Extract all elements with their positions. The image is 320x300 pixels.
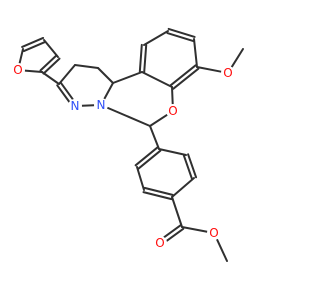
single-bond [112,71,143,84]
methoxy-oxygen-label: O [223,66,232,80]
double-bond-line [42,57,61,75]
single-bond [141,71,173,88]
single-bond [215,238,228,262]
single-bond [230,48,244,69]
double-bond-line [166,32,195,43]
double-bond-line [134,146,159,167]
atom-label-background [207,226,221,240]
single-bond [193,38,198,68]
double-bond-line [21,36,45,48]
double-bond-line [167,27,196,38]
single-bond [97,67,114,84]
atom-label-background [68,99,82,113]
single-bond [106,106,151,127]
single-bond [41,71,60,85]
single-bond [196,66,223,73]
pyrazoline-nitrogen-label: N [71,99,80,113]
chemical-structure-diagram: O N N O O O O [11,27,244,262]
double-bond-line [39,54,58,72]
atom-label-background [11,63,25,77]
single-bond [171,86,174,106]
single-bond [171,177,195,198]
bond-layer [18,27,244,262]
oxazine-oxygen-label: O [168,104,177,118]
single-bond [149,113,169,127]
atom-label-background [153,236,167,250]
double-bond-line [143,44,148,74]
double-bond-line [169,64,197,87]
double-bond-line [187,153,198,179]
double-bond-line [165,227,185,242]
atom-label-layer: O N N O O O O [11,63,235,250]
single-bond [158,148,187,156]
double-bond-line [138,43,143,73]
double-bond-line [137,149,162,170]
single-bond [103,82,114,100]
double-bond-line [142,191,173,201]
single-bond [143,30,169,46]
single-bond [43,39,59,58]
carbonyl-oxygen-label: O [155,236,164,250]
single-bond [18,48,24,65]
single-bond [74,64,99,69]
double-bond-line [172,67,200,90]
atom-label-background [221,66,235,80]
double-bond-line [163,224,182,239]
atom-label-background [94,98,108,112]
single-bond [181,226,209,233]
bridging-nitrogen-label: N [97,98,106,112]
double-bond-line [59,81,74,101]
double-bond-line [22,41,46,53]
single-bond [58,64,76,85]
atom-label-background [166,104,180,118]
single-bond [171,196,183,228]
furan-oxygen-label: O [13,63,22,77]
single-bond [23,69,43,73]
single-bond [136,166,145,191]
double-bond-line [182,154,193,180]
double-bond-line [56,84,71,103]
ester-oxygen-label: O [209,226,218,240]
double-bond-line [143,186,174,196]
single-bond [149,125,160,150]
